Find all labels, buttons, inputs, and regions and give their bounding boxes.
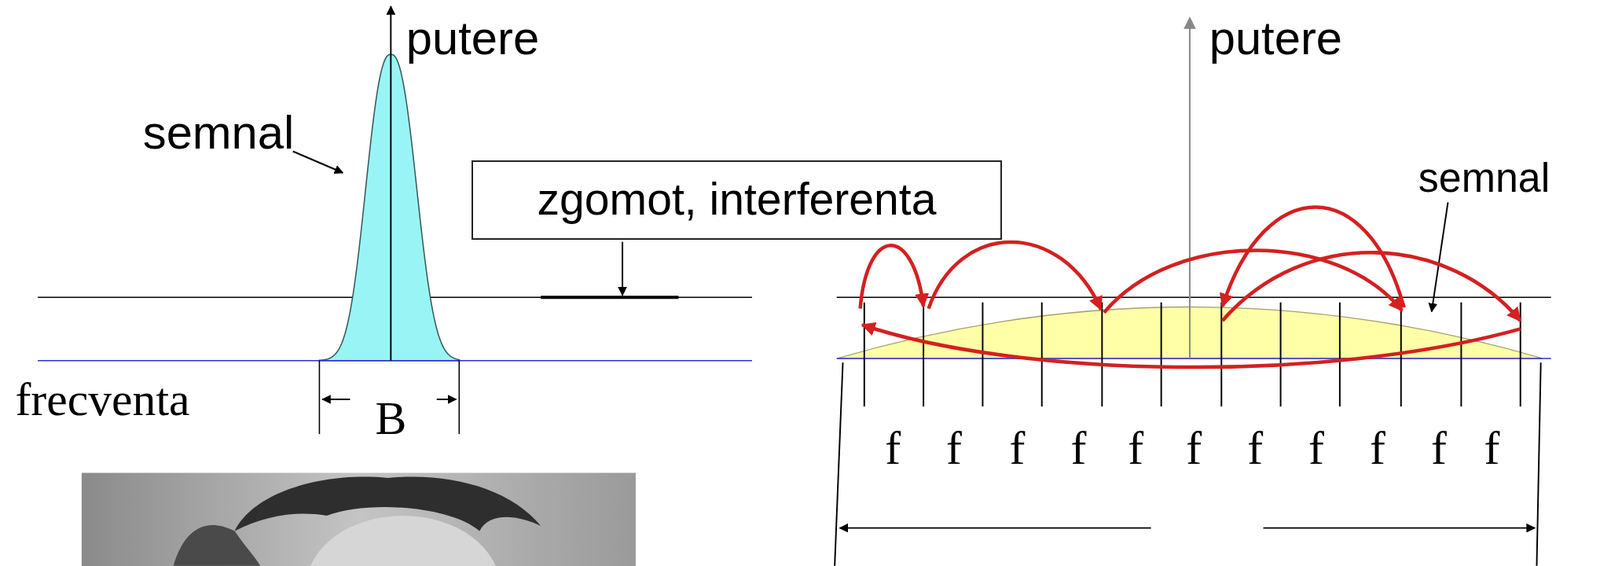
- label-text: putere: [406, 11, 540, 65]
- axis-label: frecventa: [14, 376, 190, 424]
- label-text: f: [1369, 422, 1386, 474]
- label-text: B: [374, 392, 407, 445]
- channel-line: [1339, 302, 1341, 407]
- label-text: semnal: [1418, 154, 1550, 201]
- axis-label: putere: [1209, 14, 1343, 63]
- channel-line: [863, 302, 866, 407]
- span-arrow: [840, 527, 1152, 529]
- label-text: f: [946, 422, 962, 474]
- channel-lines: [864, 302, 1521, 407]
- label-text: f: [1185, 422, 1202, 474]
- label-text: f: [884, 422, 901, 474]
- frequency-axis: [37, 359, 753, 362]
- frequency-label: f: [1009, 425, 1026, 473]
- frequency-label: f: [1483, 425, 1500, 473]
- label-text: f: [1009, 422, 1026, 474]
- label-text: semnal: [143, 106, 295, 159]
- channel-line: [1100, 302, 1103, 407]
- label-text: f: [1431, 422, 1447, 474]
- frequency-label: f: [1185, 425, 1202, 473]
- axis-head: [1183, 16, 1197, 30]
- bandwidth-arrow: [436, 398, 457, 400]
- portrait-photo: [81, 473, 636, 566]
- frequency-label: f: [1308, 425, 1325, 473]
- pointer-arrow: [293, 150, 344, 173]
- frequency-label: f: [1127, 425, 1144, 473]
- span-tick: [1536, 362, 1541, 566]
- label-text: f: [1308, 422, 1325, 474]
- spread-spectrum-plot: [834, 16, 1552, 566]
- noise-box: zgomot, interferenta: [471, 160, 1002, 240]
- bandwidth-label: B: [374, 395, 407, 443]
- frequency-label: f: [946, 425, 962, 473]
- channel-line: [1041, 302, 1043, 407]
- noise-level-line: [836, 296, 1552, 298]
- power-axis: [1188, 20, 1191, 359]
- axis-label: putere: [406, 14, 540, 63]
- bandwidth-tick: [319, 360, 321, 434]
- label-text: frecventa: [14, 373, 190, 426]
- channel-line: [1160, 302, 1163, 407]
- channel-line: [981, 302, 984, 407]
- channel-line: [922, 302, 925, 407]
- pointer-arrow: [621, 242, 624, 296]
- frequency-label: f: [1247, 425, 1263, 473]
- channel-line: [1460, 302, 1462, 407]
- pointer-arrow: [1431, 201, 1449, 312]
- span-tick: [834, 362, 843, 566]
- label-text: putere: [1209, 11, 1343, 65]
- frequency-label: f: [1431, 425, 1447, 473]
- label-text: f: [1483, 422, 1500, 474]
- frequency-label: f: [1369, 425, 1386, 473]
- span-arrow: [1263, 527, 1535, 529]
- frequency-label: f: [884, 425, 901, 473]
- bandwidth-arrow: [322, 398, 350, 400]
- label-text: f: [1071, 422, 1087, 474]
- power-axis: [389, 6, 392, 361]
- noise-marker: [540, 295, 679, 299]
- channel-line: [1220, 302, 1223, 407]
- frequency-label: f: [1071, 425, 1087, 473]
- box-text: zgomot, interferenta: [491, 173, 982, 226]
- signal-label: semnal: [1418, 157, 1550, 199]
- bandwidth-tick: [458, 360, 461, 434]
- signal-label: semnal: [143, 109, 295, 157]
- frequency-axis: [836, 357, 1552, 360]
- label-text: f: [1127, 422, 1144, 474]
- channel-line: [1280, 302, 1282, 407]
- label-text: f: [1247, 422, 1263, 474]
- signal-curve: [319, 54, 459, 361]
